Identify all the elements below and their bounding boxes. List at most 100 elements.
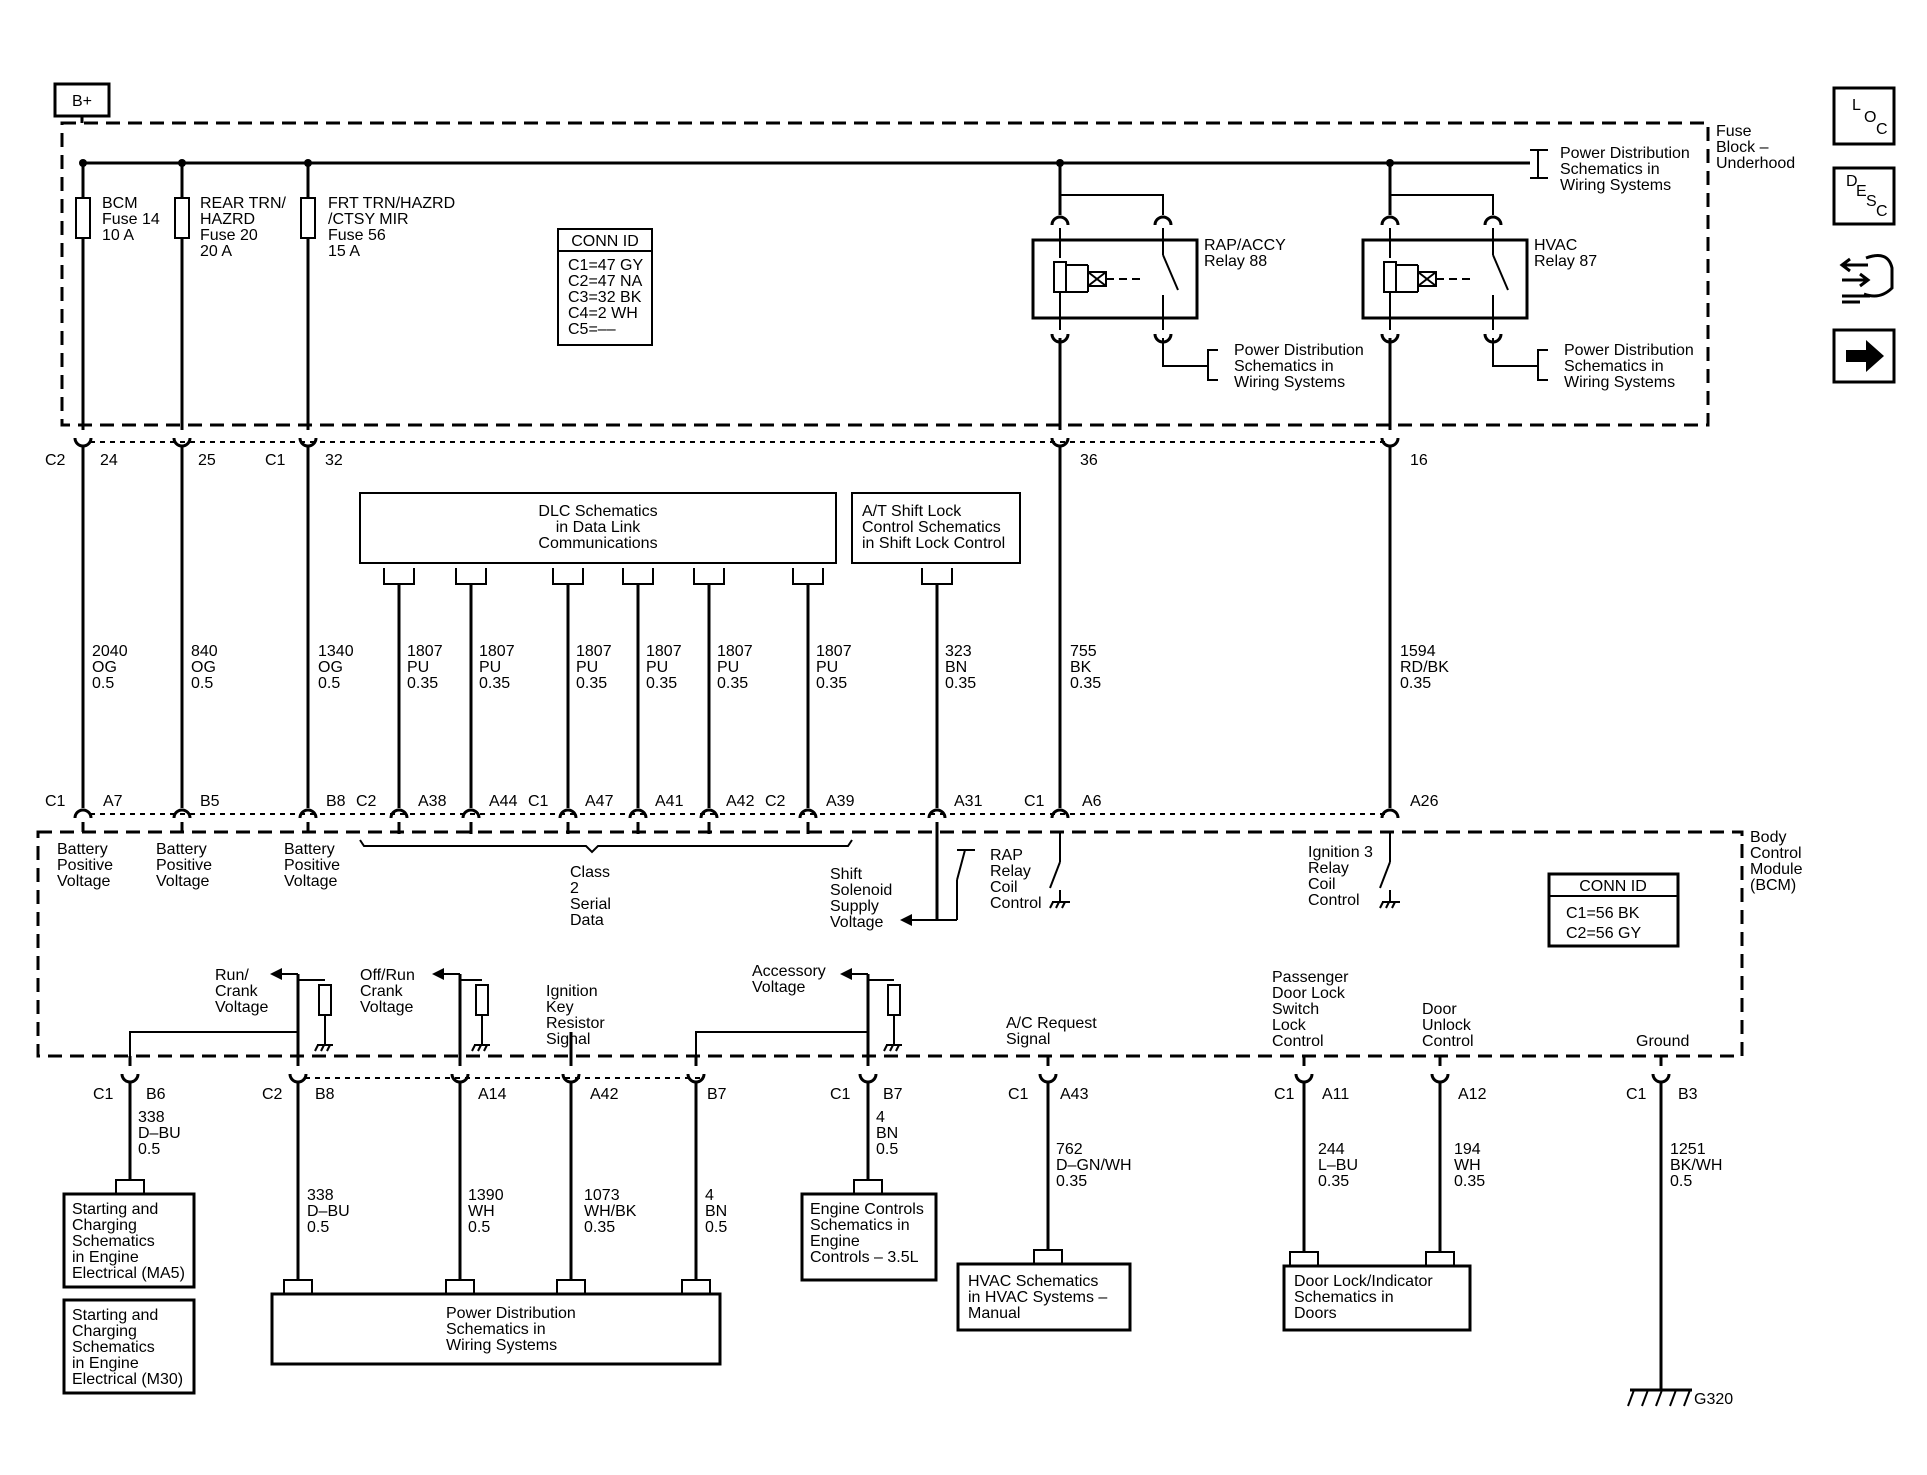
batt-3-line-3: Voltage <box>284 873 337 890</box>
bot-pin-c1-b: C1 <box>830 1086 851 1103</box>
run-crank-line-2: Crank <box>215 983 259 1000</box>
wire-2040-size: 0.5 <box>92 675 114 692</box>
ac-req-line-1: A/C Request <box>1006 1015 1097 1032</box>
door-lock-line-1: Door Lock/Indicator <box>1294 1273 1433 1290</box>
relay-87-label: HVAC <box>1534 237 1577 254</box>
ign-key-line-3: Resistor <box>546 1015 605 1032</box>
batt-2-line-2: Positive <box>156 857 212 874</box>
dlc-line-2: in Data Link <box>556 519 641 536</box>
relay87-power-dist-3: Wiring Systems <box>1564 374 1675 391</box>
bcm-label-2: Control <box>1750 845 1802 862</box>
bw-194-num: 194 <box>1454 1141 1481 1158</box>
batt-1-line-1: Battery <box>57 841 108 858</box>
bw-4b-color: BN <box>876 1125 898 1142</box>
pin-c2-top: C2 <box>45 452 66 469</box>
bw-762-num: 762 <box>1056 1141 1083 1158</box>
wire-755-size: 0.35 <box>1070 675 1101 692</box>
fuse-bcm-amp: 10 A <box>102 227 134 244</box>
ma5-line-4: in Engine <box>72 1249 139 1266</box>
bw-338b-num: 338 <box>307 1187 334 1204</box>
bw-194-color: WH <box>1454 1157 1481 1174</box>
batt-2-line-1: Battery <box>156 841 207 858</box>
box-starting-ma5: Starting and Charging Schematics in Engi… <box>62 1192 196 1289</box>
m30-line-4: in Engine <box>72 1355 139 1372</box>
box-hvac-schematics: HVAC Schematics in HVAC Systems – Manual <box>956 1262 1132 1332</box>
bw-1251-num: 1251 <box>1670 1141 1706 1158</box>
desc-icon[interactable]: D E S C <box>1832 166 1896 226</box>
conn-id-top-title: CONN ID <box>571 233 639 250</box>
pass-door-line-3: Switch <box>1272 1001 1319 1018</box>
bot-pin-a42: A42 <box>590 1086 619 1103</box>
bcm-pin-a6: A6 <box>1082 793 1102 810</box>
bcm-pin-c1-b: C1 <box>528 793 549 810</box>
door-lock-line-2: Schematics in <box>1294 1289 1394 1306</box>
fuse-bcm-num: Fuse 14 <box>102 211 160 228</box>
shift-sol-line-1: Shift <box>830 866 863 883</box>
bw-4b-num: 4 <box>876 1109 885 1126</box>
fuse-rear-amp: 20 A <box>200 243 232 260</box>
loc-icon[interactable]: L O C <box>1832 86 1896 146</box>
fuse-block-label-2: Block – <box>1716 139 1769 156</box>
engine-line-4: Controls – 3.5L <box>810 1249 919 1266</box>
m30-line-2: Charging <box>72 1323 137 1340</box>
bw-1251-color: BK/WH <box>1670 1157 1722 1174</box>
bcm-label-4: (BCM) <box>1750 877 1796 894</box>
rap-relay-low-side-switch <box>1049 832 1070 909</box>
bcm-pin-c2-b: C2 <box>765 793 786 810</box>
pass-door-line-1: Passenger <box>1272 969 1349 986</box>
ign3-line-3: Coil <box>1308 876 1336 893</box>
bw-4a-size: 0.5 <box>705 1219 727 1236</box>
wire-323-color: BN <box>945 659 967 676</box>
relay88-power-dist-2: Schematics in <box>1234 358 1334 375</box>
shift-sol-line-2: Solenoid <box>830 882 892 899</box>
relay88-power-dist-3: Wiring Systems <box>1234 374 1345 391</box>
wire-1807b-num: 1807 <box>479 643 515 660</box>
bcm-pin-b5: B5 <box>200 793 220 810</box>
hvac-line-3: Manual <box>968 1305 1020 1322</box>
next-arrow-icon[interactable] <box>1832 328 1896 384</box>
wire-1807e-size: 0.35 <box>717 675 748 692</box>
ac-req-line-2: Signal <box>1006 1031 1050 1048</box>
relay-88-num: Relay 88 <box>1204 253 1267 270</box>
dlc-line-1: DLC Schematics <box>538 503 657 520</box>
wire-1807a-size: 0.35 <box>407 675 438 692</box>
shift-lock-box: A/T Shift Lock Control Schematics in Shi… <box>851 492 1021 564</box>
fuse-frt-label: FRT TRN/HAZRD <box>328 195 455 212</box>
class2-line-3: Serial <box>570 896 611 913</box>
loc-icon-l: L <box>1852 97 1861 114</box>
connector-icon[interactable] <box>1839 254 1894 304</box>
fuse-bcm <box>75 163 91 430</box>
desc-icon-c: C <box>1876 203 1888 220</box>
shift-solenoid-switch <box>900 822 975 926</box>
bot-pin-b8: B8 <box>315 1086 335 1103</box>
bot-pin-c1-e: C1 <box>1626 1086 1647 1103</box>
shift-line-3: in Shift Lock Control <box>862 535 1005 552</box>
hvac-line-2: in HVAC Systems – <box>968 1289 1107 1306</box>
relay-88-label: RAP/ACCY <box>1204 237 1286 254</box>
bot-pin-a12: A12 <box>1458 1086 1487 1103</box>
bot-pin-c2: C2 <box>262 1086 283 1103</box>
bcm-label-1: Body <box>1750 829 1786 846</box>
bcm-top-internal-labels: Battery Positive Voltage Battery Positiv… <box>57 841 1373 931</box>
bottom-wires <box>115 1082 1663 1390</box>
wire-1807c-size: 0.35 <box>576 675 607 692</box>
wire-840-color: OG <box>191 659 216 676</box>
bot-pin-b7-a: B7 <box>707 1086 727 1103</box>
relay-87-num: Relay 87 <box>1534 253 1597 270</box>
wire-1807f-num: 1807 <box>816 643 852 660</box>
fuse-block-label-1: Fuse <box>1716 123 1752 140</box>
wire-1594-size: 0.35 <box>1400 675 1431 692</box>
engine-line-1: Engine Controls <box>810 1201 924 1218</box>
bcm-pin-c2-a: C2 <box>356 793 377 810</box>
ma5-line-2: Charging <box>72 1217 137 1234</box>
relay87-power-dist-2: Schematics in <box>1564 358 1664 375</box>
rap-coil-line-4: Control <box>990 895 1042 912</box>
supply-wires <box>81 446 1392 808</box>
loc-icon-c: C <box>1876 121 1888 138</box>
off-run-line-3: Voltage <box>360 999 413 1016</box>
bcm-pin-a44: A44 <box>489 793 518 810</box>
fuse-block-label-3: Underhood <box>1716 155 1795 172</box>
fuse-block-border <box>60 121 1710 427</box>
pass-door-line-4: Lock <box>1272 1017 1307 1034</box>
conn-id-bcm-title: CONN ID <box>1579 878 1647 895</box>
